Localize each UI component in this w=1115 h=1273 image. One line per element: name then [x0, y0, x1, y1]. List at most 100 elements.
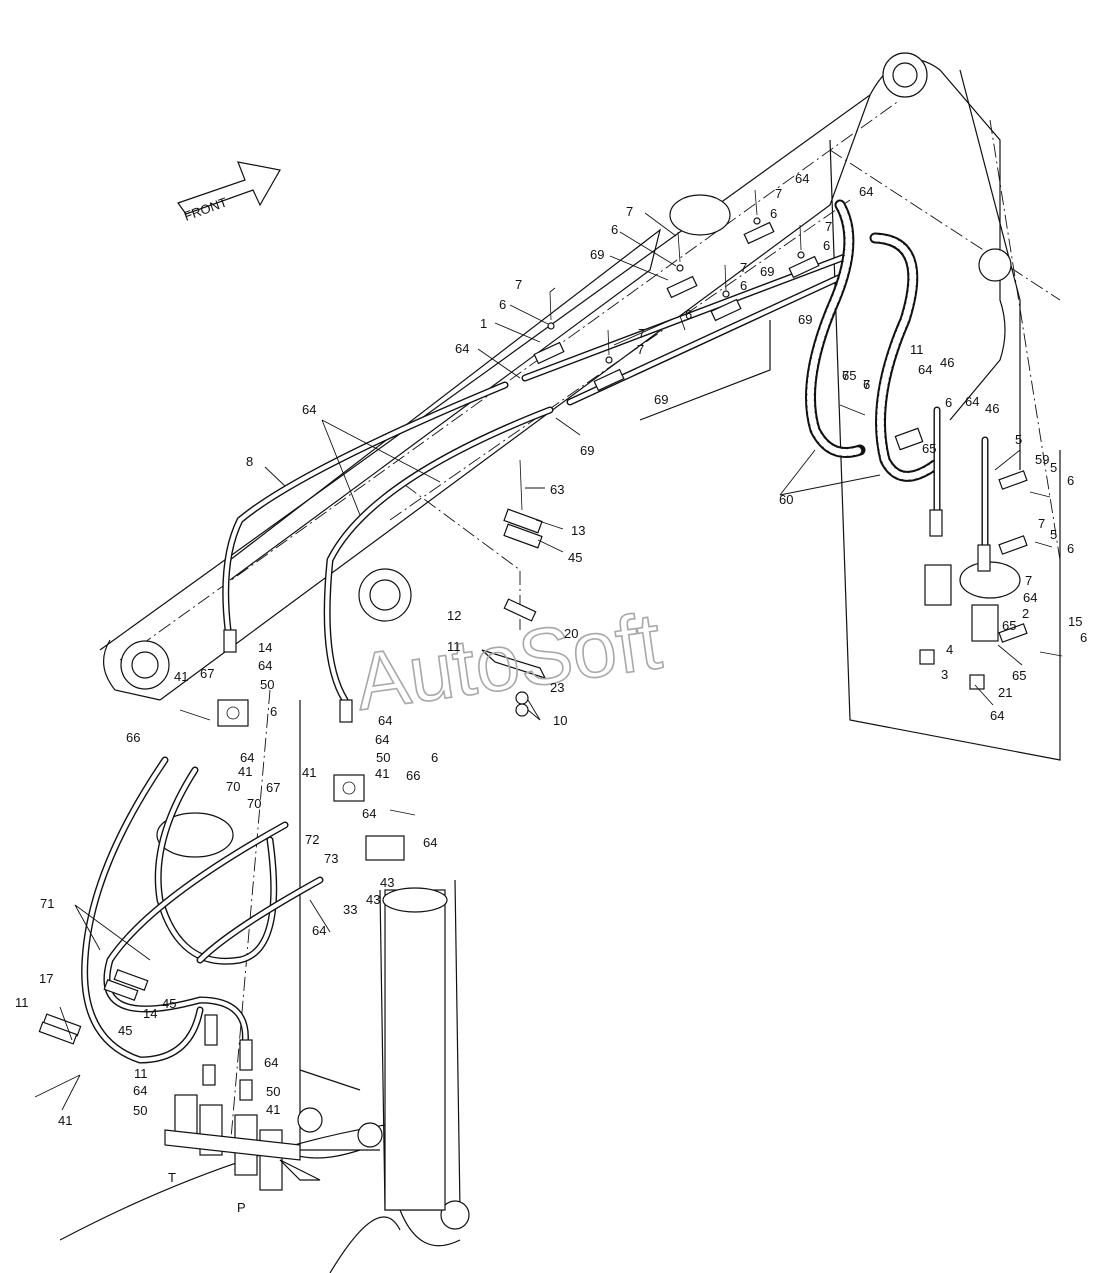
callout: 64 [258, 658, 272, 673]
callout: 73 [324, 851, 338, 866]
callout: 7 [1038, 516, 1045, 531]
callout: 2 [1022, 606, 1029, 621]
callout: 65 [1012, 668, 1026, 683]
callout: 46 [940, 355, 954, 370]
callout: 11 [15, 995, 29, 1010]
callout: 41 [375, 766, 389, 781]
callout: 60 [779, 492, 793, 507]
callout: 50 [260, 677, 274, 692]
callout: 12 [447, 608, 461, 623]
callout: 50 [133, 1103, 147, 1118]
callout: 1 [480, 316, 487, 331]
callout: 41 [238, 764, 252, 779]
callout: 64 [264, 1055, 278, 1070]
callout: 7 [1025, 573, 1032, 588]
callout: 50 [376, 750, 390, 765]
callout: 7 [842, 368, 849, 383]
callout: 67 [200, 666, 214, 681]
callout: 7 [515, 277, 522, 292]
callout: 41 [58, 1113, 72, 1128]
callout: 69 [580, 443, 594, 458]
callout: 7 [825, 219, 832, 234]
callout: 41 [302, 765, 316, 780]
callout: 41 [174, 669, 188, 684]
callout: 64 [965, 394, 979, 409]
callout: 14 [258, 640, 272, 655]
front-direction-arrow: FRONT [177, 161, 281, 224]
callout: 45 [118, 1023, 132, 1038]
callout: 21 [998, 685, 1012, 700]
callout: 8 [246, 454, 253, 469]
callout: 65 [1002, 618, 1016, 633]
callout: 6 [1080, 630, 1087, 645]
callout: 43 [366, 892, 380, 907]
callout: 20 [564, 626, 578, 641]
callout: 70 [247, 796, 261, 811]
callout: 13 [571, 523, 585, 538]
callout: 7 [740, 260, 747, 275]
callout: 64 [423, 835, 437, 850]
callout: 11 [134, 1066, 148, 1081]
callout: 41 [266, 1102, 280, 1117]
callout: 69 [654, 392, 668, 407]
callout: 4 [946, 642, 953, 657]
callout: 6 [1067, 473, 1074, 488]
callout: 6 [270, 704, 277, 719]
callout: 15 [1068, 614, 1082, 629]
callout: 7 [638, 326, 645, 341]
callout: 33 [343, 902, 357, 917]
callout: 45 [568, 550, 582, 565]
callout: 6 [611, 222, 618, 237]
callout-leaders [59, 212, 1023, 1111]
callout: 6 [431, 750, 438, 765]
callout: 23 [550, 680, 564, 695]
callout: 64 [302, 402, 316, 417]
callout: 64 [918, 362, 932, 377]
tank-port-label: T [168, 1170, 176, 1185]
callout: 64 [378, 713, 392, 728]
callout: 63 [550, 482, 564, 497]
callout: 6 [499, 297, 506, 312]
callout: 5 [1050, 527, 1057, 542]
callout: 6 [1067, 541, 1074, 556]
callout: 72 [305, 832, 319, 847]
callout: 7 [775, 186, 782, 201]
callout: 64 [240, 750, 254, 765]
callout: 69 [590, 247, 604, 262]
callout: 64 [859, 184, 873, 199]
callout: 5 [1015, 432, 1022, 447]
callout: 69 [798, 312, 812, 327]
callout: 11 [447, 639, 461, 654]
callout: 3 [941, 667, 948, 682]
pressure-port-label: P [237, 1200, 246, 1215]
callout: 6 [823, 238, 830, 253]
callout: 70 [226, 779, 240, 794]
callout: 69 [760, 264, 774, 279]
callout: 6 [863, 377, 870, 392]
fittings-and-clamps [34, 189, 1063, 1191]
callout: 59 [1035, 452, 1049, 467]
callout: 64 [362, 806, 376, 821]
callout: 71 [40, 896, 54, 911]
callout: 5 [1050, 460, 1057, 475]
callout: 7 [626, 204, 633, 219]
callout: 6 [770, 206, 777, 221]
callout: 64 [1023, 590, 1037, 605]
callout: 46 [985, 401, 999, 416]
callout: 64 [455, 341, 469, 356]
callout: 17 [39, 971, 53, 986]
callout: 67 [266, 780, 280, 795]
callout: 11 [910, 342, 924, 357]
boom-structure [59, 52, 1061, 1273]
callout: 65 [842, 368, 856, 383]
callout: 50 [266, 1084, 280, 1099]
callout: 65 [922, 441, 936, 456]
callout: 6 [740, 278, 747, 293]
callout: 66 [126, 730, 140, 745]
callout: 64 [990, 708, 1004, 723]
callout-labels: 7 64 64 7 6 7 6 7 6 69 7 6 69 7 6 69 7 6… [15, 171, 1087, 1128]
callout: 66 [406, 768, 420, 783]
callout: 64 [375, 732, 389, 747]
callout: 64 [312, 923, 326, 938]
